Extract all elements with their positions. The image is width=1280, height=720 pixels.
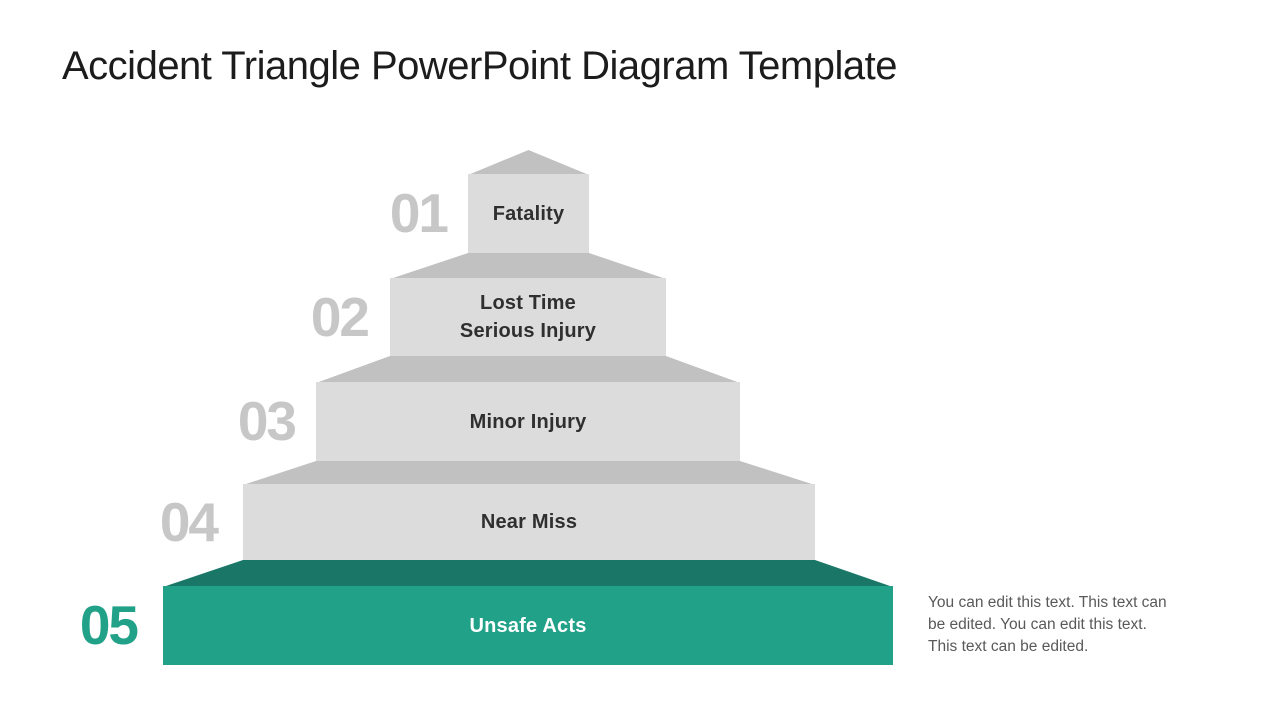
level-3-label: Minor Injury xyxy=(469,410,587,433)
level-2-label: Lost Time Serious Injury xyxy=(459,292,597,342)
level-2-top-face xyxy=(390,253,666,279)
level-1-top-face xyxy=(468,150,589,175)
level-4-label: Near Miss xyxy=(480,511,578,533)
level-5-top-face xyxy=(163,560,893,587)
level-5-label: Unsafe Acts xyxy=(469,614,587,637)
editable-text-placeholder: You can edit this text. This text can be… xyxy=(928,594,1167,655)
level-3-step: Minor Injury xyxy=(316,382,740,461)
level-2-step: Lost Time Serious Injury xyxy=(390,278,666,356)
slide-title: Accident Triangle PowerPoint Diagram Tem… xyxy=(62,44,897,88)
level-3-top-face xyxy=(316,356,740,383)
level-5-step: Unsafe Acts xyxy=(163,586,893,665)
level-4-number: 04 xyxy=(159,491,219,553)
level-4-top-face xyxy=(243,461,815,485)
level-5-number: 05 xyxy=(79,594,139,656)
level-1-step: Fatality xyxy=(468,174,589,253)
level-1-label: Fatality xyxy=(492,202,565,225)
level-2-number: 02 xyxy=(310,286,370,348)
level-1-number: 01 xyxy=(389,182,449,244)
level-4-step: Near Miss xyxy=(243,484,815,560)
level-3-number: 03 xyxy=(237,390,297,452)
